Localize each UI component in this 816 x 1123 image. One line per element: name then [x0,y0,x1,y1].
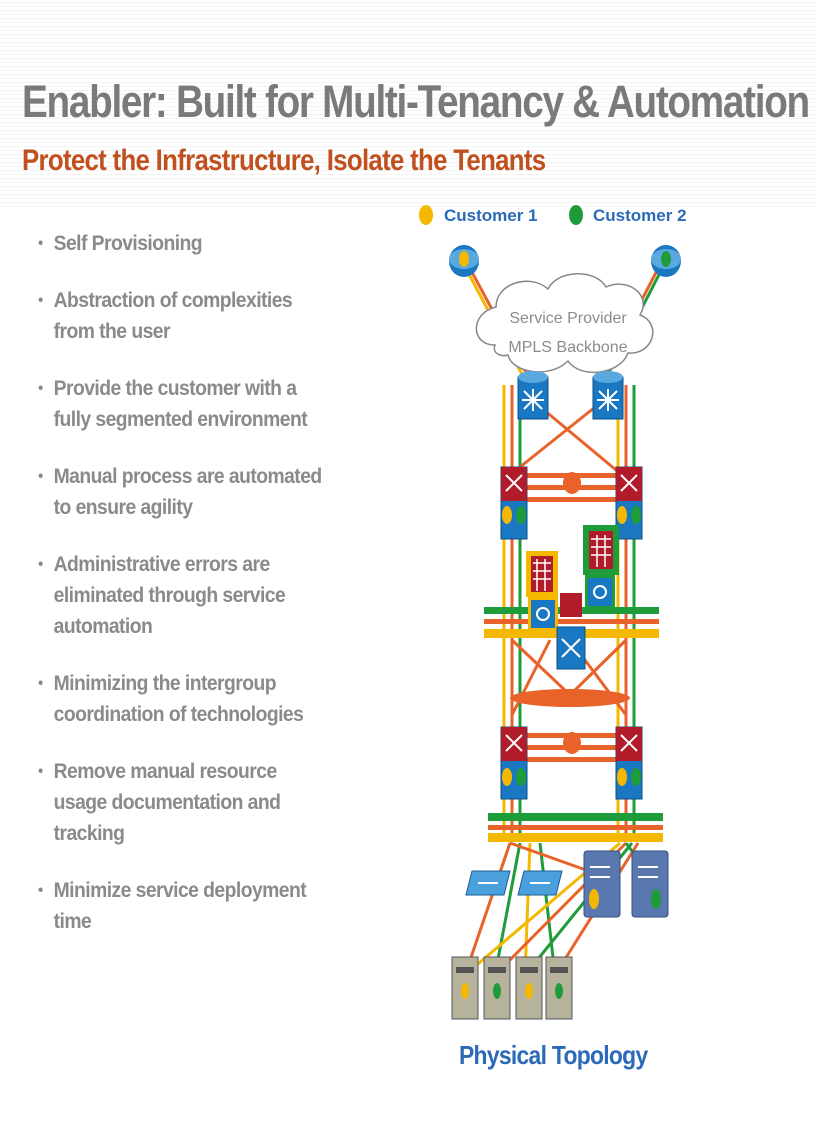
diagram-caption: Physical Topology [459,1040,648,1070]
blade-switch-1-icon [583,850,621,918]
core-switch-left-icon [517,371,549,420]
access-vlan-bars [488,813,663,842]
load-balancer-customer1-icon [528,597,558,631]
firewall-customer1-icon [526,551,558,597]
bullet-item: Provide the customer with a fully segmen… [38,373,332,435]
slide-title: Enabler: Built for Multi-Tenancy & Autom… [22,76,810,127]
legend-label-customer2: Customer 2 [593,206,687,225]
customer1-router-icon [449,245,479,277]
services-module-icon [556,593,586,670]
server-2-icon [483,956,511,1020]
mpls-cloud-icon: Service Provider MPLS Backbone [475,273,654,374]
server-3-icon [515,956,543,1020]
header-background [0,0,816,210]
load-balancer-customer2-icon [585,575,615,609]
access-switch-1-icon [465,870,511,896]
network-topology-diagram: Customer 1 Customer 2 [419,205,687,1020]
access-switch-2-icon [517,870,563,896]
bullet-item: Self Provisioning [38,228,332,259]
legend: Customer 1 Customer 2 [419,205,687,225]
bullet-item: Manual process are automated to ensure a… [38,461,332,523]
legend-dot-customer2 [569,205,583,225]
blade-switch-2-icon [631,850,669,918]
bullet-item: Administrative errors are eliminated thr… [38,549,332,642]
cloud-label-line2: MPLS Backbone [508,339,627,356]
distribution-switch-right-icon [615,726,643,800]
aggregation-interconnect [522,472,618,762]
server-1-icon [451,956,479,1020]
legend-dot-customer1 [419,205,433,225]
customer2-router-icon [651,245,681,277]
aggregation-switch-right-icon [615,466,643,540]
aggregation-switch-left-icon [500,466,528,540]
slide-subtitle: Protect the Infrastructure, Isolate the … [22,144,546,177]
cloud-label-line1: Service Provider [509,310,627,327]
distribution-switch-left-icon [500,726,528,800]
bullet-item: Minimize service deployment time [38,875,332,937]
bullet-item: Remove manual resource usage documentati… [38,756,332,849]
server-4-icon [545,956,573,1020]
bullet-item: Minimizing the intergroup coordination o… [38,668,332,730]
server-links [463,841,652,977]
core-switch-right-icon [592,371,624,420]
bullet-item: Abstraction of complexities from the use… [38,285,332,347]
firewall-customer2-icon [583,525,619,575]
bullet-list: Self Provisioning Abstraction of complex… [38,228,358,963]
legend-label-customer1: Customer 1 [444,206,538,225]
